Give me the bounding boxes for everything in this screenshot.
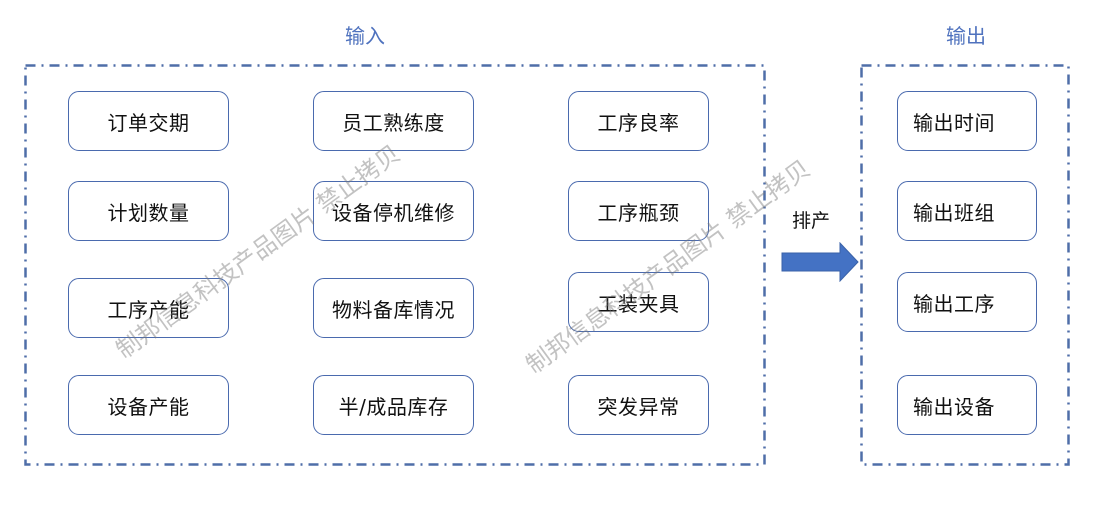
input-process-yield: 工序良率: [568, 91, 709, 151]
input-wip-inventory: 半/成品库存: [313, 375, 474, 435]
input-material-stock: 物料备库情况: [313, 278, 474, 338]
output-section-title: 输出: [946, 24, 986, 48]
output-equipment: 输出设备: [897, 375, 1037, 435]
input-process-capacity: 工序产能: [68, 278, 229, 338]
output-process: 输出工序: [897, 272, 1037, 332]
input-section-title: 输入: [345, 24, 385, 48]
output-frame: [860, 64, 1070, 466]
input-process-bottleneck: 工序瓶颈: [568, 181, 709, 241]
input-fixtures: 工装夹具: [568, 272, 709, 332]
output-team: 输出班组: [897, 181, 1037, 241]
input-planned-quantity: 计划数量: [68, 181, 229, 241]
output-time: 输出时间: [897, 91, 1037, 151]
input-equipment-capacity: 设备产能: [68, 375, 229, 435]
input-equipment-downtime: 设备停机维修: [313, 181, 474, 241]
input-employee-proficiency: 员工熟练度: [313, 91, 474, 151]
scheduling-label: 排产: [792, 210, 831, 232]
output-frame-border: [860, 64, 1070, 466]
input-frame-border: [24, 64, 766, 466]
input-emergency: 突发异常: [568, 375, 709, 435]
input-order-delivery-date: 订单交期: [68, 91, 229, 151]
input-frame: [24, 64, 766, 466]
arrow-right-icon: [781, 241, 861, 286]
